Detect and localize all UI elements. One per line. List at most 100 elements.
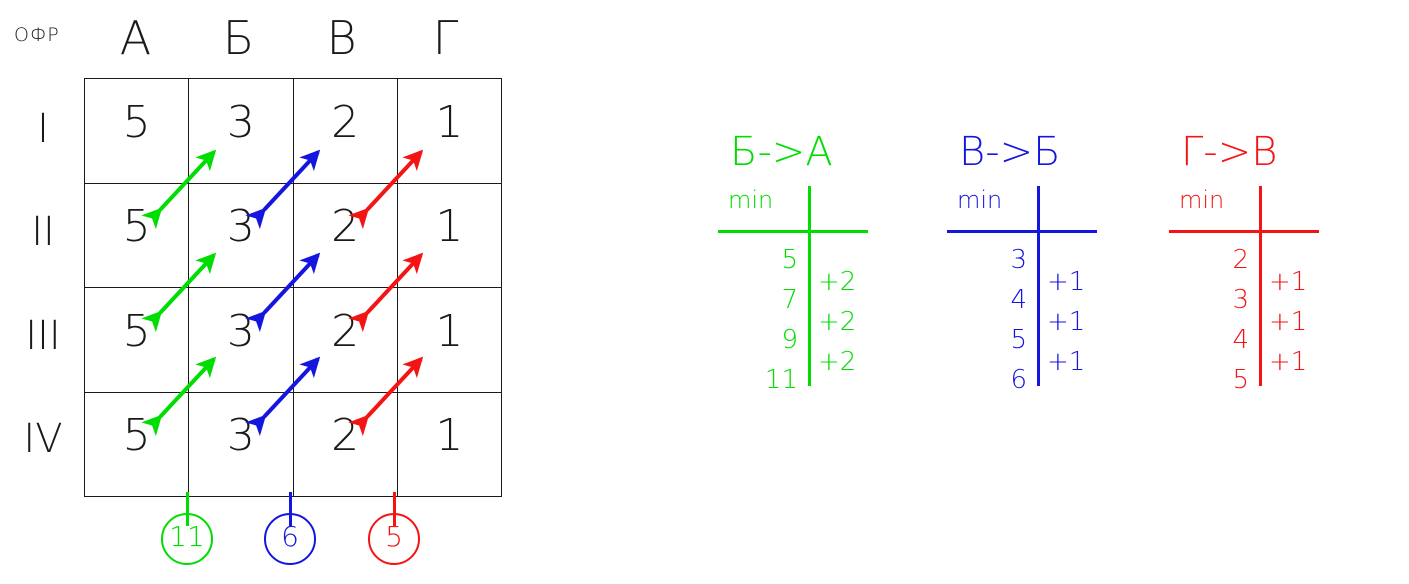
- legend-red: Г->В min 2 3 4 5 +1 +1 +1: [1163, 126, 1373, 416]
- row-header-i: I: [37, 106, 49, 152]
- cell-value: 1: [435, 201, 464, 253]
- legend-green: Б->А min 5 7 9 11 +2 +2 +2: [712, 126, 922, 416]
- matrix-table: 5 3 2 1 5 3 2 1 5 3 2 1 5 3 2 1: [83, 78, 503, 497]
- row-header-iii: III: [25, 313, 61, 359]
- legend-body-green: min 5 7 9 11 +2 +2 +2: [712, 186, 922, 416]
- total-value-green: 11: [169, 520, 205, 553]
- total-stem-green: [186, 492, 189, 526]
- cell-value: 1: [435, 305, 464, 357]
- legend-hline-green: [718, 230, 868, 233]
- legend-value: 4: [1010, 285, 1027, 315]
- legend-title-red: Г->В: [1181, 129, 1278, 175]
- legend-delta: +1: [1047, 307, 1086, 337]
- row-header-ii: II: [31, 209, 55, 255]
- table-row: 5 3 2 1: [83, 182, 503, 288]
- column-header-v: В: [326, 11, 357, 65]
- cell-value: 3: [226, 201, 255, 253]
- legend-value: 9: [781, 325, 798, 355]
- total-stem-blue: [289, 492, 292, 526]
- cell-value: 3: [226, 410, 255, 462]
- row-header-iv: IV: [23, 416, 63, 462]
- legend-value: 3: [1232, 285, 1249, 315]
- cell-iv-v: 2: [292, 391, 398, 497]
- legend-value: 6: [1010, 365, 1027, 395]
- cell-value: 3: [226, 305, 255, 357]
- cell-iii-v: 2: [292, 287, 398, 393]
- legend-value: 11: [764, 365, 798, 395]
- legend-value: 5: [1232, 365, 1249, 395]
- cell-value: 5: [122, 96, 151, 148]
- cell-iv-g: 1: [396, 391, 503, 497]
- legend-value: 2: [1232, 245, 1249, 275]
- legend-delta: +2: [818, 347, 857, 377]
- cell-value: 2: [331, 305, 360, 357]
- legend-value: 7: [781, 285, 798, 315]
- legend-deltas-green: +2 +2 +2: [818, 262, 856, 382]
- cell-value: 5: [122, 305, 151, 357]
- cell-iii-a: 5: [83, 287, 190, 393]
- cell-iv-a: 5: [83, 391, 190, 497]
- cell-i-a: 5: [83, 78, 190, 184]
- legend-delta: +1: [1269, 307, 1308, 337]
- cell-i-v: 2: [292, 78, 398, 184]
- legend-delta: +1: [1269, 347, 1308, 377]
- legend-value: 5: [1010, 325, 1027, 355]
- column-header-g: Г: [432, 11, 459, 65]
- cell-i-g: 1: [396, 78, 503, 184]
- cell-ii-a: 5: [83, 182, 190, 288]
- cell-value: 2: [331, 410, 360, 462]
- total-circle-red[interactable]: 5: [368, 513, 420, 565]
- table-row: 5 3 2 1: [83, 78, 503, 184]
- cell-ii-v: 2: [292, 182, 398, 288]
- cell-iii-g: 1: [396, 287, 503, 393]
- cell-iv-b: 3: [188, 391, 294, 497]
- legend-delta: +1: [1047, 347, 1086, 377]
- cell-ii-b: 3: [188, 182, 294, 288]
- legend-values-red: 2 3 4 5: [1163, 240, 1249, 400]
- legend-values-blue: 3 4 5 6: [941, 240, 1027, 400]
- legend-body-red: min 2 3 4 5 +1 +1 +1: [1163, 186, 1373, 416]
- legend-delta: +1: [1047, 267, 1086, 297]
- table-row: 5 3 2 1: [83, 287, 503, 393]
- legend-vline-blue: [1037, 186, 1040, 386]
- column-header-b: Б: [222, 11, 255, 65]
- legend-title-blue: В->Б: [959, 129, 1061, 175]
- legend-delta: +2: [818, 267, 857, 297]
- cell-value: 1: [435, 410, 464, 462]
- legend-vline-red: [1259, 186, 1262, 386]
- legend-value: 5: [781, 245, 798, 275]
- legend-min-label-red: min: [1179, 186, 1225, 214]
- total-circle-green[interactable]: 11: [161, 513, 213, 565]
- cell-value: 5: [122, 201, 151, 253]
- legend-value: 4: [1232, 325, 1249, 355]
- cell-value: 5: [122, 410, 151, 462]
- legend-blue: В->Б min 3 4 5 6 +1 +1 +1: [941, 126, 1151, 416]
- cell-value: 1: [435, 96, 464, 148]
- total-stem-red: [393, 492, 396, 526]
- legend-delta: +1: [1269, 267, 1308, 297]
- cell-ii-g: 1: [396, 182, 503, 288]
- cell-value: 2: [331, 96, 360, 148]
- legend-deltas-blue: +1 +1 +1: [1047, 262, 1085, 382]
- legend-body-blue: min 3 4 5 6 +1 +1 +1: [941, 186, 1151, 416]
- legend-title-green: Б->А: [730, 129, 833, 175]
- legend-delta: +2: [818, 307, 857, 337]
- total-circle-blue[interactable]: 6: [264, 513, 316, 565]
- total-value-red: 5: [385, 520, 403, 553]
- legend-value: 3: [1010, 245, 1027, 275]
- cell-i-b: 3: [188, 78, 294, 184]
- column-header-a: А: [119, 11, 152, 65]
- legend-vline-green: [808, 186, 811, 386]
- total-value-blue: 6: [281, 520, 299, 553]
- legend-hline-blue: [947, 230, 1097, 233]
- cell-value: 3: [226, 96, 255, 148]
- cell-value: 2: [331, 201, 360, 253]
- legend-min-label-blue: min: [957, 186, 1003, 214]
- legend-values-green: 5 7 9 11: [712, 240, 798, 400]
- cell-iii-b: 3: [188, 287, 294, 393]
- table-row: 5 3 2 1: [83, 391, 503, 497]
- corner-label: ОФР: [14, 24, 60, 46]
- legend-min-label-green: min: [728, 186, 774, 214]
- legend-hline-red: [1169, 230, 1319, 233]
